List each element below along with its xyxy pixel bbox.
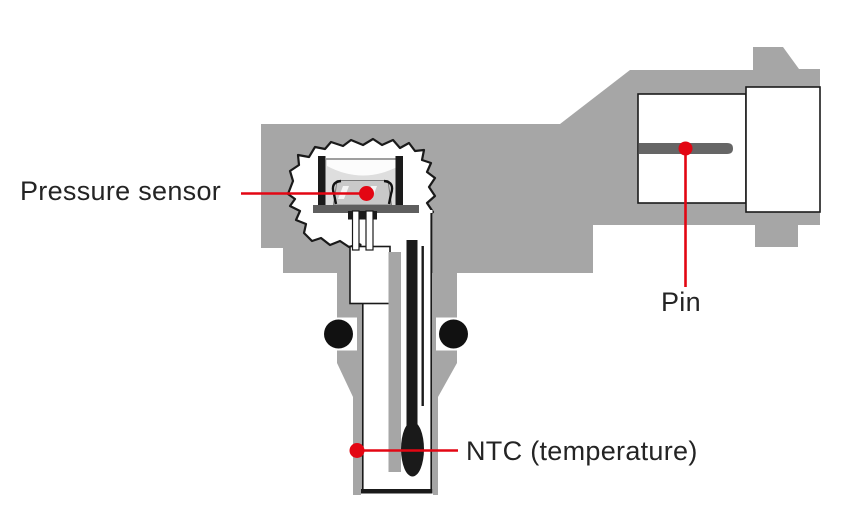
support-pillar-right — [365, 210, 374, 251]
o-rings — [324, 317, 468, 351]
base-plate — [313, 205, 419, 213]
support-pillar-left — [351, 210, 360, 251]
o-ring-right — [439, 319, 468, 349]
sensor-base-plate — [313, 205, 419, 251]
pressure-sensor-label: Pressure sensor — [20, 176, 222, 206]
base-plate-black-block — [348, 211, 377, 220]
ntc-temperature-label: NTC (temperature) — [466, 436, 698, 466]
stem-interior — [349, 210, 433, 494]
sensor-clip-right — [383, 179, 394, 205]
probe-tip-bottom-line — [361, 489, 433, 494]
ntc-element — [401, 240, 424, 477]
stem-wall-right — [433, 273, 457, 495]
connector-end-cap — [745, 86, 821, 213]
pin-label: Pin — [661, 287, 701, 317]
sensor-post-right — [395, 156, 403, 209]
pressure-sensor-element — [318, 156, 403, 209]
ntc-lead-wire — [406, 240, 418, 435]
ntc-bead — [401, 421, 424, 477]
sensor-dome-highlight — [327, 160, 399, 176]
inner-rod — [388, 252, 401, 472]
sensor-post-left — [318, 156, 326, 209]
pin-callout-dot — [678, 141, 693, 156]
connector — [637, 86, 821, 213]
o-ring-left — [324, 319, 353, 349]
stem-wall-left — [337, 273, 361, 495]
pressure-sensor-callout-dot — [359, 186, 374, 201]
callouts — [241, 141, 693, 458]
ntc-callout-dot — [349, 443, 365, 458]
ntc-lead-wire-thin — [421, 246, 424, 406]
stem-insert-box — [349, 245, 391, 305]
